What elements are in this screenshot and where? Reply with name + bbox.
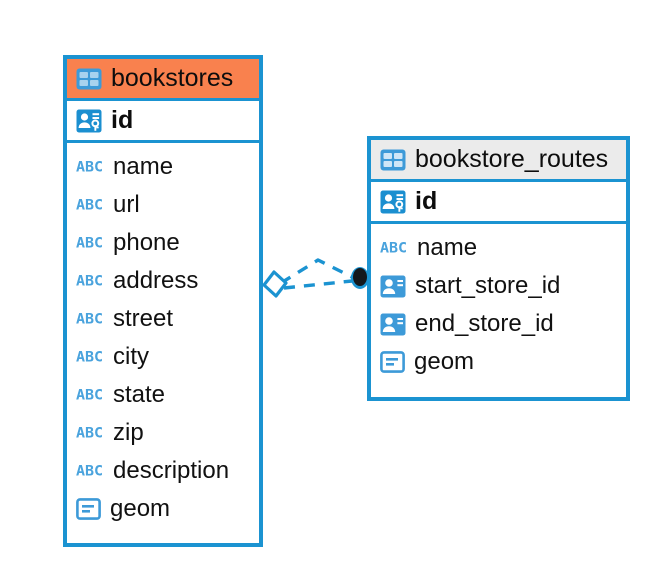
field-row[interactable]: ABC zip: [76, 414, 249, 452]
field-label: state: [113, 381, 166, 409]
field-label: end_store_id: [415, 310, 554, 338]
entity-header-bookstores[interactable]: bookstores: [67, 59, 259, 101]
table-icon: [76, 68, 102, 90]
field-label: zip: [113, 419, 144, 447]
field-row[interactable]: geom: [76, 490, 249, 528]
entity-title: bookstore_routes: [415, 145, 609, 174]
abc-text-icon: ABC: [76, 386, 104, 403]
field-label: description: [113, 457, 230, 485]
field-label: geom: [110, 495, 171, 523]
field-label: geom: [414, 348, 475, 376]
table-icon: [380, 149, 406, 171]
abc-text-icon: ABC: [380, 239, 408, 256]
abc-text-icon: ABC: [76, 272, 104, 289]
entity-bookstores[interactable]: bookstores id ABC name: [63, 55, 263, 547]
field-row[interactable]: geom: [380, 343, 616, 381]
foreign-key-icon: [380, 313, 406, 336]
foreign-key-icon: [380, 275, 406, 298]
abc-text-icon: ABC: [76, 196, 104, 213]
field-row[interactable]: ABC state: [76, 376, 249, 414]
field-list-bookstores: ABC name ABC url ABC phone ABC address A…: [67, 143, 259, 534]
primary-key-row[interactable]: id: [371, 182, 626, 224]
field-label: start_store_id: [415, 272, 561, 300]
field-row[interactable]: ABC phone: [76, 224, 249, 262]
entity-header-bookstore-routes[interactable]: bookstore_routes: [371, 140, 626, 182]
field-label: street: [113, 305, 174, 333]
abc-text-icon: ABC: [76, 234, 104, 251]
abc-text-icon: ABC: [76, 424, 104, 441]
primary-key-icon: [380, 190, 406, 214]
field-row[interactable]: end_store_id: [380, 305, 616, 343]
field-row[interactable]: ABC description: [76, 452, 249, 490]
primary-key-label: id: [415, 187, 438, 216]
entity-title: bookstores: [111, 64, 234, 93]
diamond-marker: [262, 270, 288, 298]
primary-key-row[interactable]: id: [67, 101, 259, 143]
primary-key-label: id: [111, 106, 134, 135]
field-row[interactable]: ABC name: [380, 229, 616, 267]
field-list-bookstore-routes: ABC name start_store_id: [371, 224, 626, 387]
geometry-icon: [76, 498, 101, 520]
field-label: phone: [113, 229, 180, 257]
entity-bookstore-routes[interactable]: bookstore_routes id ABC name: [367, 136, 630, 401]
primary-key-icon: [76, 109, 102, 133]
abc-text-icon: ABC: [76, 310, 104, 327]
abc-text-icon: ABC: [76, 158, 104, 175]
field-label: address: [113, 267, 199, 295]
relationship-line-arc: [280, 258, 357, 285]
relationship-line-straight: [283, 279, 353, 290]
field-row[interactable]: ABC city: [76, 338, 249, 376]
abc-text-icon: ABC: [76, 462, 104, 479]
field-row[interactable]: ABC name: [76, 148, 249, 186]
field-row[interactable]: start_store_id: [380, 267, 616, 305]
field-label: url: [113, 191, 140, 219]
field-label: name: [113, 153, 174, 181]
field-label: name: [417, 234, 478, 262]
geometry-icon: [380, 351, 405, 373]
field-row[interactable]: ABC address: [76, 262, 249, 300]
abc-text-icon: ABC: [76, 348, 104, 365]
field-row[interactable]: ABC url: [76, 186, 249, 224]
field-label: city: [113, 343, 149, 371]
field-row[interactable]: ABC street: [76, 300, 249, 338]
